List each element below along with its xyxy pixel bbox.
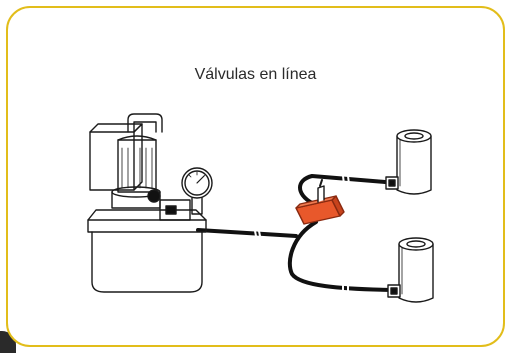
hose-to-upper-cylinder [298,174,387,205]
hose-to-valve [196,228,298,238]
gauge-icon [181,167,213,215]
pump-icon [87,113,207,293]
diagram-title: Válvulas en línea [194,66,317,83]
cylinder-icon [387,237,434,303]
hose-to-lower-cylinder [287,220,394,292]
hose-couplings [254,175,350,294]
valve-icon [295,179,345,225]
lever-knob [147,189,161,203]
cylinder-icon [385,129,432,195]
diagram-card: Válvulas en línea [6,6,505,347]
hydraulic-hoses [196,174,394,292]
